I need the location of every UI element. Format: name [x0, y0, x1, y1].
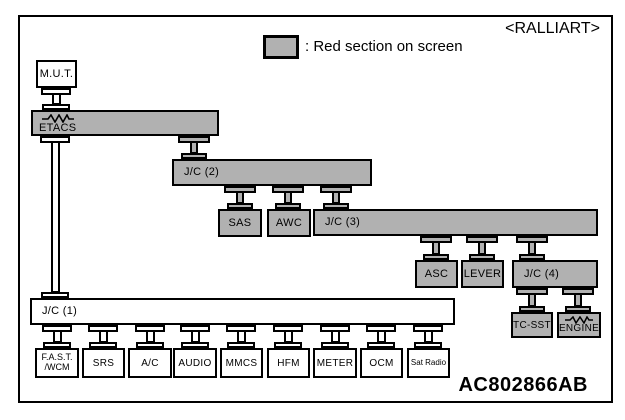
- bus-connector-segment: [366, 325, 396, 332]
- node-tcsst-label: TC-SST: [513, 319, 551, 331]
- bus-connector-segment: [227, 203, 253, 209]
- bus-connector-segment: [42, 325, 72, 332]
- bus-connector-segment: [574, 293, 582, 307]
- bus-connector-segment: [367, 342, 395, 348]
- node-asc-label: ASC: [424, 267, 449, 280]
- bus-connector-segment: [432, 241, 440, 255]
- variant-label: <RALLIART>: [505, 20, 600, 37]
- node-lever-label: LEVER: [463, 267, 502, 280]
- node-sas-label: SAS: [228, 216, 252, 229]
- node-jc4-label: J/C (4): [524, 267, 560, 280]
- diagram-code: AC802866AB: [458, 374, 588, 396]
- node-jc1-label: J/C (1): [42, 305, 78, 318]
- bus-connector-segment: [469, 254, 495, 260]
- bus-connector-segment: [565, 306, 591, 312]
- node-ac-label: A/C: [141, 357, 159, 369]
- legend-swatch-red-section: [263, 35, 299, 59]
- bus-connector-segment: [135, 325, 165, 332]
- bus-connector-segment: [274, 342, 302, 348]
- bus-connector-segment: [320, 186, 352, 193]
- bus-connector-segment: [136, 342, 164, 348]
- node-audio-label: AUDIO: [178, 357, 212, 369]
- bus-connector-segment: [178, 136, 210, 143]
- node-meter: METER: [313, 348, 357, 378]
- bus-connector-segment: [273, 325, 303, 332]
- node-ocm-label: OCM: [369, 357, 394, 369]
- node-srs-label: SRS: [92, 357, 115, 369]
- bus-connector-segment: [420, 236, 452, 243]
- bus-connector-segment: [41, 88, 71, 95]
- bus-connector-segment: [321, 342, 349, 348]
- bus-connector-segment: [275, 203, 301, 209]
- bus-connector-segment: [227, 342, 255, 348]
- bus-connector-segment: [41, 292, 69, 298]
- bus-connector-segment: [320, 325, 350, 332]
- node-hfm-label: HFM: [277, 357, 300, 369]
- bus-connector-segment: [528, 293, 536, 307]
- bus-connector-segment: [516, 288, 548, 295]
- bus-connector-segment: [272, 186, 304, 193]
- node-etacs-label: ETACS: [39, 122, 77, 134]
- bus-connector-segment: [40, 136, 70, 143]
- bus-connector-segment: [414, 342, 442, 348]
- bus-connector-segment: [528, 241, 536, 255]
- bus-connector-segment: [519, 254, 545, 260]
- bus-connector-segment: [478, 241, 486, 255]
- bus-connector-segment: [516, 236, 548, 243]
- node-sat-radio: Sat Radio: [407, 348, 450, 378]
- bus-connector-segment: [466, 236, 498, 243]
- node-awc-label: AWC: [275, 216, 303, 229]
- node-jc2-label: J/C (2): [184, 166, 220, 179]
- node-meter-label: METER: [316, 357, 354, 369]
- node-fast-label-line1: F.A.S.T.: [41, 352, 73, 363]
- bus-connector-segment: [180, 325, 210, 332]
- node-mmcs: MMCS: [220, 348, 263, 378]
- bus-connector-segment: [50, 141, 60, 293]
- bus-connector-segment: [423, 254, 449, 260]
- node-engine: ENGINE: [557, 312, 601, 338]
- bus-connector-segment: [181, 342, 209, 348]
- node-ocm: OCM: [360, 348, 403, 378]
- bus-connector-segment: [89, 342, 117, 348]
- bus-connector-segment: [323, 203, 349, 209]
- bus-connector-segment: [42, 104, 70, 110]
- node-jc3-bus: J/C (3): [313, 209, 598, 236]
- node-sas: SAS: [218, 209, 262, 237]
- bus-connector-segment: [224, 186, 256, 193]
- resistor-icon: [41, 114, 74, 123]
- node-sat-radio-label: Sat Radio: [410, 357, 447, 367]
- legend-text: : Red section on screen: [305, 38, 463, 55]
- node-audio: AUDIO: [173, 348, 217, 378]
- node-mmcs-label: MMCS: [225, 357, 258, 369]
- node-hfm: HFM: [267, 348, 310, 378]
- bus-connector-segment: [519, 306, 545, 312]
- node-jc2-bus: J/C (2): [172, 159, 372, 186]
- node-awc: AWC: [267, 209, 311, 237]
- bus-connector-segment: [562, 288, 594, 295]
- node-jc4-bus: J/C (4): [512, 260, 598, 288]
- node-ac: A/C: [128, 348, 172, 378]
- bus-connector-segment: [181, 153, 207, 159]
- node-mut: M.U.T.: [36, 60, 77, 88]
- bus-connector-segment: [43, 342, 71, 348]
- node-asc: ASC: [415, 260, 458, 288]
- node-etacs-stack: ETACS: [39, 114, 76, 134]
- node-mut-label: M.U.T.: [39, 67, 74, 80]
- node-srs: SRS: [82, 348, 125, 378]
- node-tcsst: TC-SST: [511, 312, 553, 338]
- node-etacs-bus: ETACS: [31, 110, 219, 136]
- node-jc3-label: J/C (3): [325, 216, 361, 229]
- node-lever: LEVER: [461, 260, 504, 288]
- bus-connector-segment: [226, 325, 256, 332]
- node-fast-wcm: F.A.S.T. /WCM: [35, 348, 79, 378]
- bus-connector-segment: [88, 325, 118, 332]
- node-jc1-bus: J/C (1): [30, 298, 455, 325]
- node-engine-label: ENGINE: [558, 323, 600, 334]
- resistor-icon: [565, 316, 593, 324]
- node-fast-label-line2: /WCM: [44, 362, 70, 372]
- node-engine-stack: ENGINE: [559, 316, 599, 334]
- bus-connector-segment: [413, 325, 443, 332]
